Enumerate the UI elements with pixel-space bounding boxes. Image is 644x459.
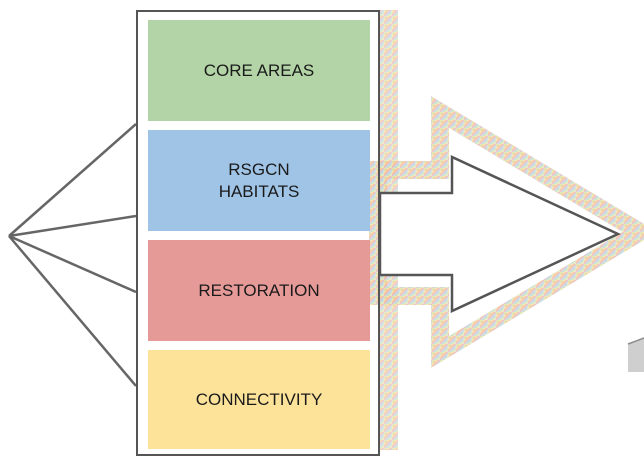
core-areas-box: CORE AREAS (148, 20, 370, 121)
rsgcn-habitats-box: RSGCN HABITATS (148, 130, 370, 231)
core-areas-label: CORE AREAS (203, 60, 315, 80)
restoration-box: RESTORATION (148, 240, 370, 341)
partial-object-edge (627, 337, 644, 345)
connectivity-label: CONNECTIVITY (195, 389, 323, 409)
fan-lines-icon (8, 123, 137, 387)
partial-object-shape (628, 338, 644, 372)
right-arrow-icon (378, 155, 621, 313)
connectivity-box: CONNECTIVITY (148, 350, 370, 449)
arrow-halo (369, 96, 644, 368)
restoration-label: RESTORATION (198, 280, 320, 300)
rsgcn-habitats-label: RSGCN HABITATS (218, 159, 300, 201)
